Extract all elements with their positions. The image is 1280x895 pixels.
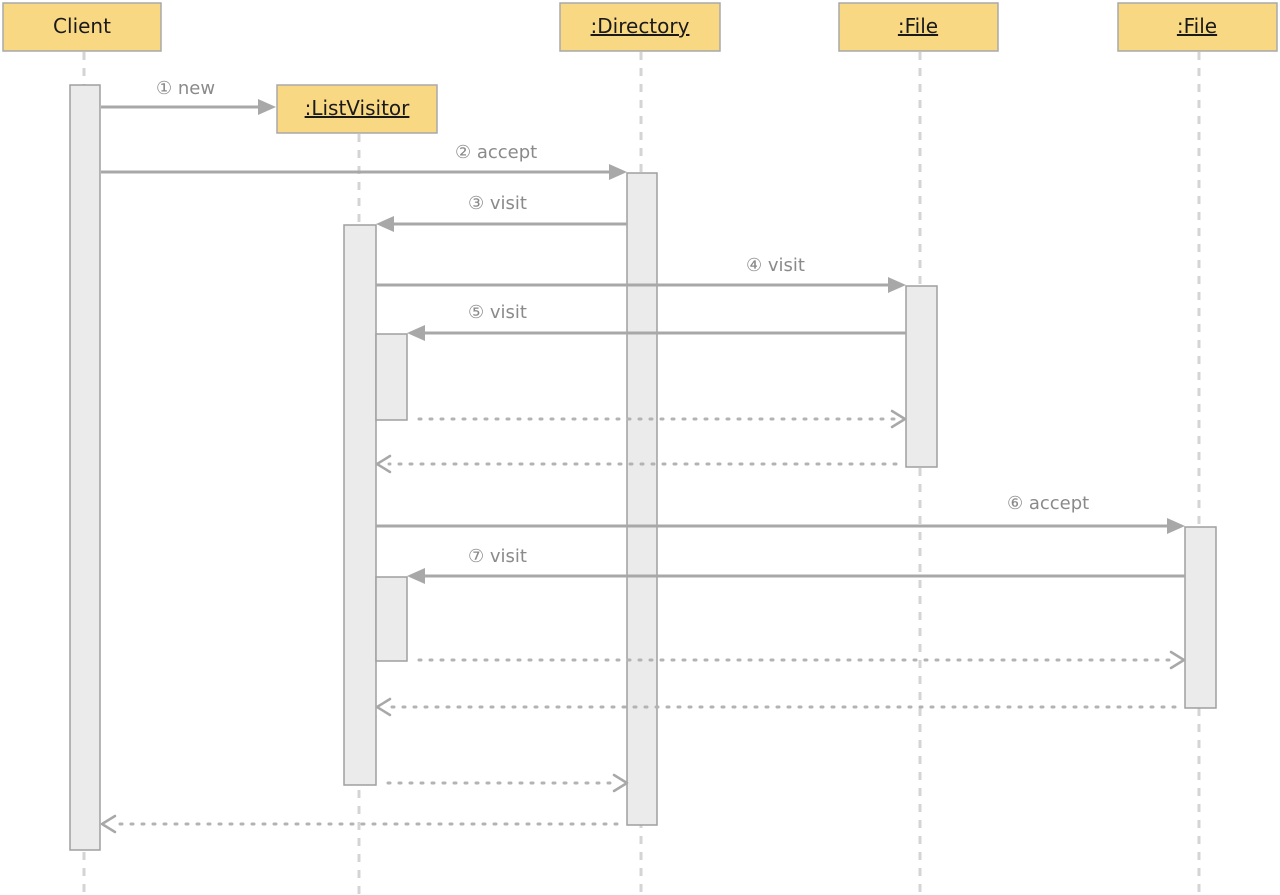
participant-box — [559, 2, 721, 52]
message-label: ④ visit — [746, 255, 805, 276]
message-new: ① new — [101, 78, 276, 115]
message-label: ① new — [156, 78, 215, 99]
message-visit-back-2: ⑦ visit — [407, 546, 1185, 584]
open-arrowhead-icon — [100, 814, 117, 834]
participant-box — [276, 84, 438, 134]
activation-client — [69, 84, 101, 851]
participant-box — [2, 2, 162, 52]
open-arrowhead-icon — [890, 409, 907, 429]
message-visit-file-1: ④ visit — [376, 255, 906, 293]
arrowhead-icon — [609, 164, 627, 180]
participant-listvisitor: :ListVisitor — [276, 84, 438, 134]
open-arrowhead-icon — [1169, 650, 1186, 670]
message-visit-back-1: ⑤ visit — [407, 302, 906, 341]
activation-listvisitor — [343, 224, 377, 786]
message-label: ② accept — [455, 142, 537, 163]
activations — [69, 84, 1217, 851]
activation-file-1 — [905, 285, 938, 468]
activation-listvisitor-nested-1 — [375, 333, 408, 421]
open-arrowhead-icon — [375, 454, 392, 474]
arrowhead-icon — [258, 99, 276, 115]
arrowhead-icon — [407, 325, 425, 341]
message-accept-directory: ② accept — [101, 142, 627, 180]
participant-label: :File — [1177, 14, 1217, 38]
participant-box — [1117, 2, 1278, 52]
activation-file-2 — [1184, 526, 1217, 709]
participant-file-1: :File — [838, 2, 999, 52]
activation-directory — [626, 172, 658, 826]
message-visit-directory: ③ visit — [376, 193, 627, 232]
return-visit-back-1 — [417, 409, 907, 429]
arrowhead-icon — [376, 216, 394, 232]
message-label: ⑤ visit — [468, 302, 527, 323]
message-label: ⑥ accept — [1007, 493, 1089, 514]
open-arrowhead-icon — [612, 773, 629, 793]
message-label: ③ visit — [468, 193, 527, 214]
participant-label: Client — [53, 14, 111, 38]
participant-label: :Directory — [591, 14, 690, 38]
open-arrowhead-icon — [375, 697, 392, 717]
arrowhead-icon — [1167, 518, 1185, 534]
participant-label: :ListVisitor — [305, 96, 411, 120]
participant-box — [838, 2, 999, 52]
arrowhead-icon — [888, 277, 906, 293]
participant-directory: :Directory — [559, 2, 721, 52]
return-visit-file-1 — [375, 454, 898, 474]
arrowhead-icon — [407, 568, 425, 584]
return-accept-directory — [100, 814, 619, 834]
participant-file-2: :File — [1117, 2, 1278, 52]
return-accept-file-2 — [375, 697, 1177, 717]
return-visit-back-2 — [417, 650, 1186, 670]
message-label: ⑦ visit — [468, 546, 527, 567]
participant-label: :File — [898, 14, 938, 38]
message-accept-file-2: ⑥ accept — [376, 493, 1185, 534]
participant-client: Client — [2, 2, 162, 52]
return-visit-directory — [386, 773, 629, 793]
activation-listvisitor-nested-2 — [375, 576, 408, 662]
